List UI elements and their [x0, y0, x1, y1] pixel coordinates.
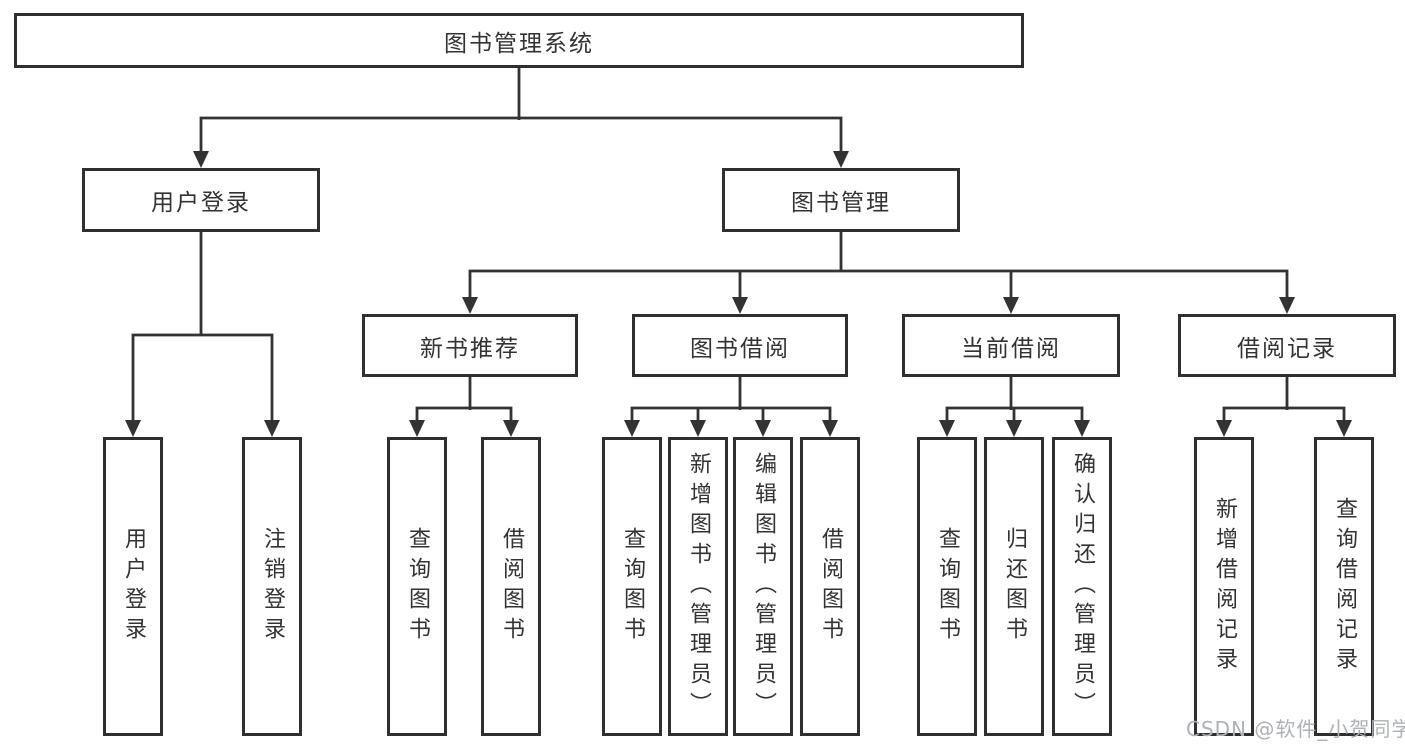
leaf-label: 查询图书	[935, 526, 960, 647]
leaf-edit-book-admin: 编辑图书（管理员）	[733, 437, 793, 736]
leaf-label: 新增图书（管理员）	[686, 451, 711, 722]
leaf-label: 编辑图书（管理员）	[751, 451, 776, 722]
leaf-add-book-admin: 新增图书（管理员）	[668, 437, 728, 736]
leaf-label: 新增借阅记录	[1212, 496, 1237, 677]
leaf-label: 查询图书	[405, 526, 430, 647]
node-root: 图书管理系统	[14, 13, 1024, 68]
leaf-query-books: 查询图书	[602, 437, 662, 736]
leaf-label: 查询借阅记录	[1332, 496, 1357, 677]
node-current-borrow: 当前借阅	[902, 314, 1120, 377]
node-user-login: 用户登录	[82, 168, 320, 232]
node-borrow-records: 借阅记录	[1178, 314, 1396, 377]
leaf-borrow-books: 借阅图书	[800, 437, 860, 736]
csdn-watermark: CSDN @软件_小贺同学	[1186, 717, 1405, 741]
leaf-query-books: 查询图书	[387, 437, 447, 736]
connector-strokes	[131, 68, 1346, 426]
leaf-confirm-return-admin: 确认归还（管理员）	[1052, 437, 1112, 736]
leaf-label: 确认归还（管理员）	[1070, 451, 1095, 722]
leaf-label: 借阅图书	[499, 526, 524, 647]
leaf-label: 归还图书	[1002, 526, 1027, 647]
leaf-user-login: 用户登录	[103, 437, 163, 736]
arrowheads	[125, 151, 1352, 437]
leaf-borrow-books: 借阅图书	[481, 437, 541, 736]
leaf-return-book: 归还图书	[984, 437, 1044, 736]
leaf-query-books: 查询图书	[917, 437, 977, 736]
leaf-label: 注销登录	[260, 526, 285, 647]
leaf-logout: 注销登录	[242, 437, 302, 736]
node-new-book-recommend: 新书推荐	[362, 314, 578, 377]
leaf-label: 查询图书	[620, 526, 645, 647]
leaf-label: 借阅图书	[818, 526, 843, 647]
leaf-add-borrow-record: 新增借阅记录	[1194, 437, 1254, 736]
leaf-label: 用户登录	[121, 526, 146, 647]
node-book-borrow: 图书借阅	[632, 314, 848, 377]
node-book-management: 图书管理	[722, 168, 960, 232]
leaf-query-borrow-record: 查询借阅记录	[1314, 437, 1374, 736]
